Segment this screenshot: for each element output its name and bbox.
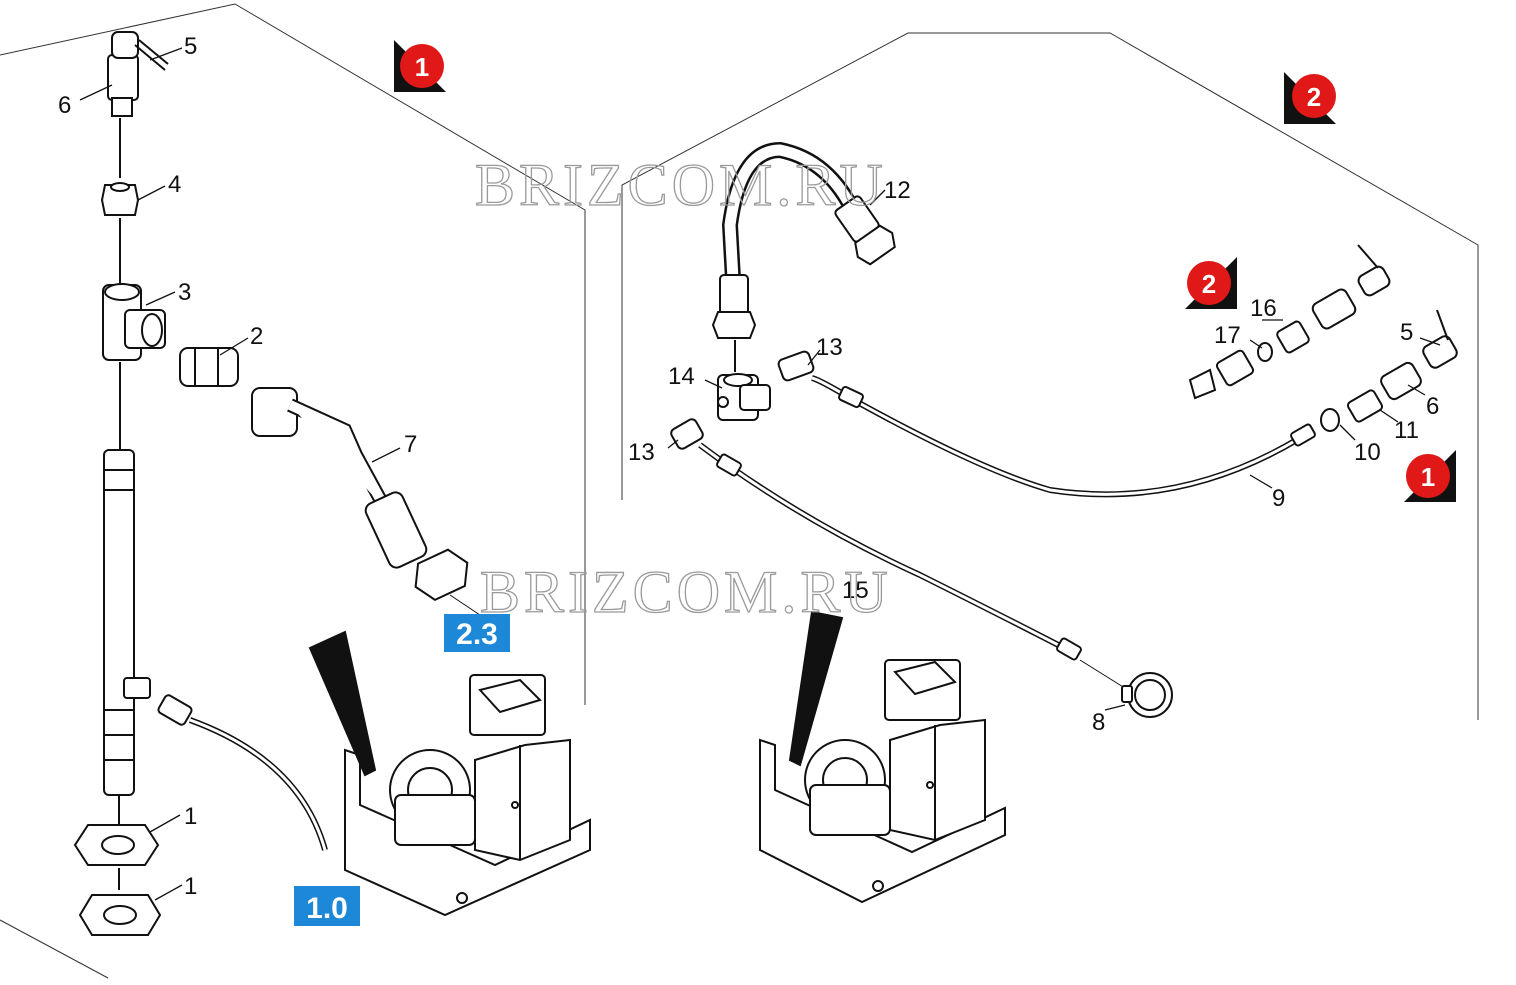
- callout-labels: 5 6 4 3 2 7 1 1 12 13 14 13 15 16 17 5 6…: [58, 33, 1439, 900]
- callout-2: 2: [250, 323, 263, 350]
- callout-8: 8: [1092, 709, 1105, 736]
- callout-17: 17: [1214, 322, 1241, 349]
- left-assembly: [73, 31, 481, 936]
- machine-right: [759, 610, 1006, 904]
- view-marker-2: 2: [1185, 257, 1237, 309]
- callout-16: 16: [1250, 295, 1277, 322]
- callout-10: 10: [1354, 439, 1381, 466]
- callout-6: 6: [1426, 393, 1439, 420]
- svg-text:2: 2: [1202, 269, 1216, 299]
- svg-text:2.3: 2.3: [456, 618, 498, 651]
- right-assembly: [670, 141, 1458, 718]
- callout-5: 5: [1400, 319, 1413, 346]
- callout-5: 5: [184, 33, 197, 60]
- callout-14: 14: [668, 363, 695, 390]
- svg-text:1: 1: [1421, 462, 1435, 492]
- callout-13: 13: [628, 439, 655, 466]
- callout-6: 6: [58, 92, 71, 119]
- callout-15: 15: [842, 577, 869, 604]
- machine-left: [308, 630, 591, 917]
- left-leaders: [79, 47, 401, 901]
- callout-13: 13: [816, 334, 843, 361]
- watermark: BRIZCOM.RU: [480, 559, 892, 625]
- view-marker-2: 2: [1284, 72, 1336, 124]
- callout-1: 1: [184, 873, 197, 900]
- svg-text:2: 2: [1307, 82, 1321, 112]
- view-marker-1: 1: [1404, 450, 1456, 502]
- callout-11: 11: [1394, 417, 1419, 444]
- callout-9: 9: [1272, 485, 1285, 512]
- frame-lines: [0, 3, 1479, 979]
- view-marker-1: 1: [394, 40, 446, 92]
- right-leaders: [667, 189, 1441, 711]
- callout-12: 12: [884, 177, 911, 204]
- callout-1: 1: [184, 803, 197, 830]
- callout-4: 4: [168, 171, 181, 198]
- ref-badge-2-3: 2.3: [444, 614, 510, 652]
- ref-badge-1-0: 1.0: [294, 886, 360, 926]
- svg-text:1: 1: [415, 52, 429, 82]
- watermark: BRIZCOM.RU: [475, 152, 887, 218]
- callout-3: 3: [178, 279, 191, 306]
- svg-text:1.0: 1.0: [306, 892, 348, 925]
- callout-7: 7: [404, 431, 417, 458]
